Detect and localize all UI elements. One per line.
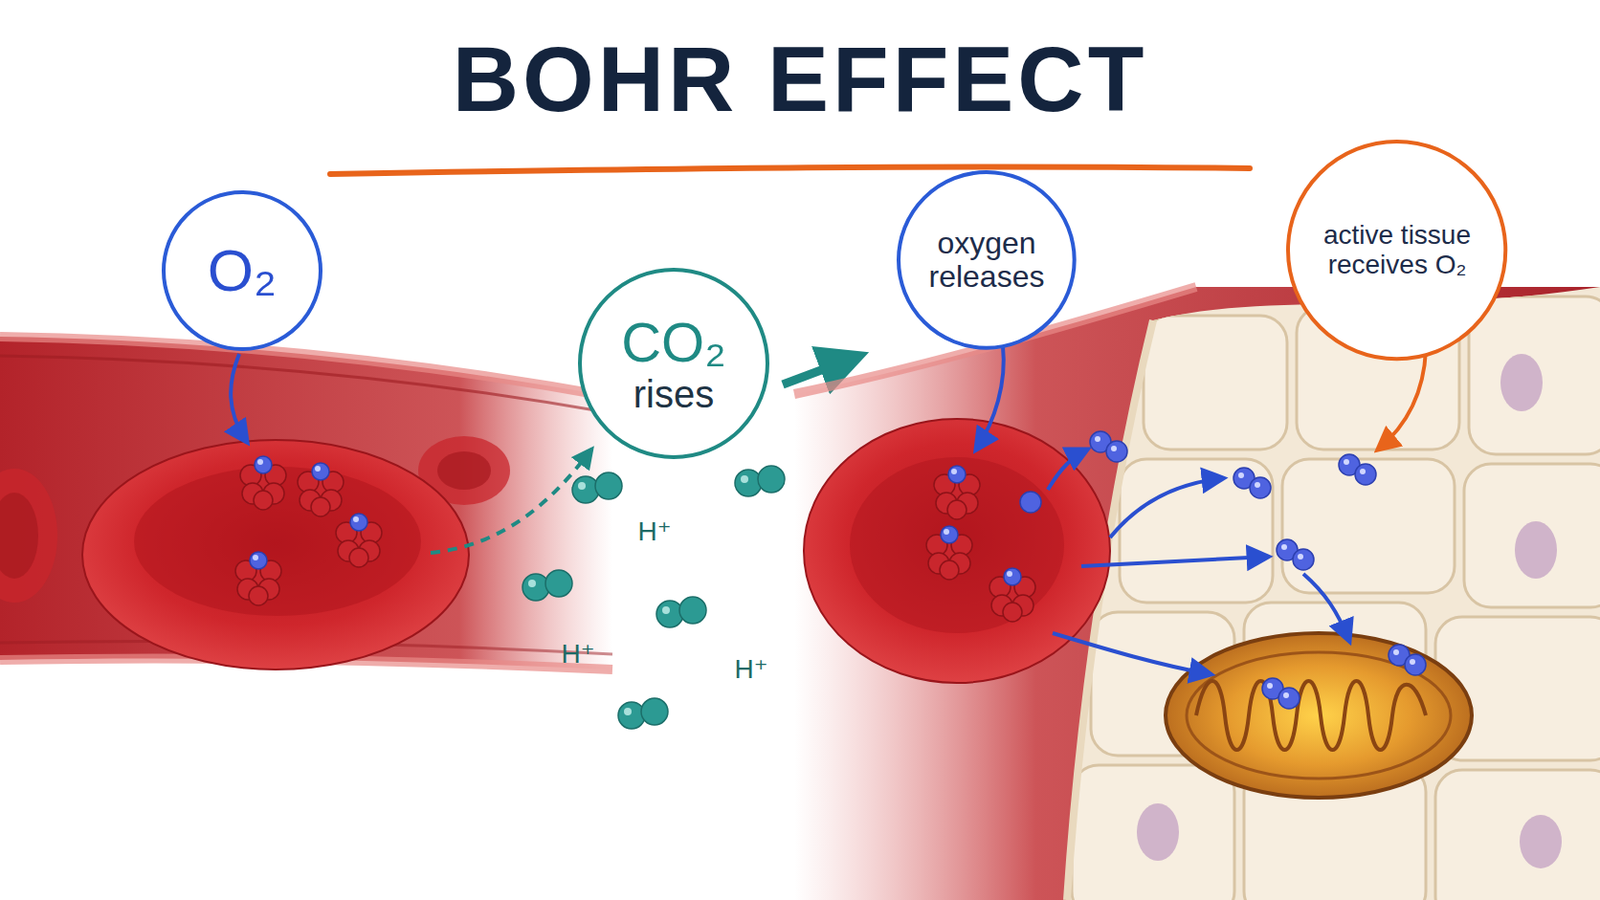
dashed-arrow: [430, 449, 592, 554]
ion-label: H⁺: [734, 655, 769, 686]
callout-circle: oxygen releases: [895, 169, 1078, 352]
tissue-cells: [1052, 277, 1600, 900]
co2-molecule: [522, 570, 573, 601]
co2-molecule: [734, 466, 785, 497]
red-blood-cell: [803, 419, 1111, 684]
arrow: [1303, 574, 1350, 642]
circle-outline: [163, 192, 321, 350]
hemoglobin: [926, 526, 973, 580]
arrow: [230, 354, 247, 443]
red-blood-cell: [849, 457, 1065, 634]
blood-vessel: [0, 336, 613, 670]
callout-circle: CO₂rises: [577, 266, 771, 461]
red-blood-cell: [0, 468, 58, 603]
arrow: [1110, 478, 1223, 538]
callout-circle: O₂: [160, 189, 324, 353]
callout-text: O₂: [207, 238, 277, 304]
vessel-wall: [0, 336, 613, 398]
o2-molecule: [1388, 644, 1426, 676]
callout-subtext: rises: [633, 373, 714, 416]
o2-molecule: [1089, 431, 1128, 463]
arrow: [976, 346, 1004, 450]
circle-outline: [1288, 141, 1506, 359]
hemoglobin: [240, 456, 287, 511]
red-blood-cell: [0, 492, 39, 579]
arrow: [1377, 350, 1426, 450]
oxygen-atom: [1020, 491, 1042, 513]
title-underline: [330, 166, 1250, 175]
callout-text: CO₂: [621, 311, 727, 374]
mitochondrion: [1165, 633, 1472, 799]
red-blood-cell: [82, 440, 469, 670]
co2-molecule: [656, 597, 707, 628]
arrow: [1052, 633, 1211, 675]
hemoglobin: [933, 466, 980, 520]
circle-outline: [898, 172, 1075, 349]
hemoglobin: [989, 568, 1036, 623]
circle-outline: [579, 269, 768, 458]
arrow: [1081, 556, 1268, 567]
ion-label: H⁺: [561, 640, 596, 670]
o2-molecule: [1276, 539, 1314, 571]
o2-molecule: [1233, 467, 1271, 499]
vessel-wall: [0, 355, 613, 414]
co2-molecule: [572, 472, 623, 504]
diagram-title: BOHR EFFECT: [0, 28, 1600, 131]
o2-molecule: [1338, 454, 1377, 486]
o2-molecule: [1262, 678, 1300, 710]
callout-text: active tissue receives O₂: [1301, 221, 1493, 281]
arrow: [1047, 449, 1088, 490]
red-blood-cell: [437, 451, 491, 490]
mitochondrion-cristae: [1196, 681, 1426, 751]
co2-molecule: [618, 698, 668, 730]
callout-text: oxygen releases: [914, 226, 1059, 294]
callout-circle: active tissue receives O₂: [1285, 138, 1509, 362]
hemoglobin: [297, 463, 344, 517]
hemoglobin: [335, 513, 382, 568]
hemoglobin: [235, 552, 282, 606]
ion-label: H⁺: [638, 517, 672, 548]
